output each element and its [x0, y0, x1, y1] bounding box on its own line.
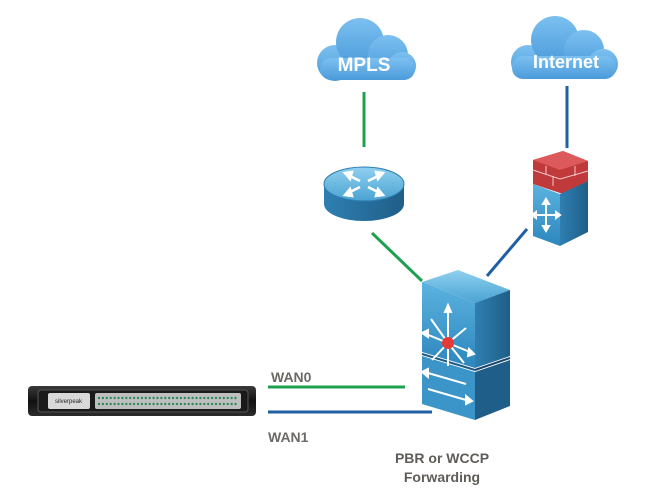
led-dot: [148, 402, 151, 406]
led-dot: [97, 396, 101, 400]
led-dot: [210, 396, 214, 400]
led-dot: [121, 402, 124, 406]
led-dot: [113, 396, 116, 400]
led-dot: [207, 396, 210, 400]
led-dot: [156, 396, 159, 400]
led-dot: [218, 396, 222, 400]
led-dot: [101, 396, 105, 400]
led-dot: [148, 396, 151, 400]
led-dot: [183, 402, 186, 406]
led-dot: [125, 396, 128, 400]
led-dot: [105, 396, 109, 400]
led-dot: [210, 402, 214, 406]
led-dot: [214, 402, 218, 406]
led-dot: [168, 396, 171, 400]
led-dot: [187, 402, 190, 406]
led-dot: [140, 402, 144, 406]
router: [323, 166, 405, 221]
led-dot: [234, 402, 237, 406]
caption-line-2: Forwarding: [404, 469, 480, 485]
wan-appliance: silverpeak: [28, 386, 256, 416]
led-dot: [109, 396, 112, 400]
led-dot: [121, 396, 124, 400]
multilayer-switch-icon: [420, 270, 511, 420]
led-dot: [203, 402, 206, 406]
led-dot: [117, 396, 120, 400]
led-dot: [132, 396, 136, 400]
firewall: [530, 151, 589, 246]
led-dot: [113, 402, 116, 406]
led-dot: [195, 402, 198, 406]
cloud-icon: [317, 18, 416, 81]
firewall-switch-link: [485, 228, 529, 277]
led-dot: [144, 402, 147, 406]
led-dot: [183, 396, 186, 400]
internet-label: Internet: [533, 52, 599, 72]
led-dot: [203, 396, 206, 400]
led-dot: [218, 402, 222, 406]
wan0-label: WAN0: [271, 369, 312, 385]
led-dot: [175, 402, 179, 406]
led-dot: [222, 402, 225, 406]
caption-line-1: PBR or WCCP: [395, 450, 489, 466]
led-dot: [160, 396, 163, 400]
mpls-label: MPLS: [338, 55, 391, 76]
led-dot: [129, 396, 132, 400]
led-dot: [164, 402, 167, 406]
led-dot: [222, 396, 225, 400]
led-dot: [226, 402, 229, 406]
router-icon: [323, 166, 405, 221]
led-dot: [152, 396, 155, 400]
wan-appliance-icon: silverpeak: [28, 386, 256, 416]
led-dot: [230, 396, 233, 400]
switch-core-dot: [442, 337, 454, 349]
led-dot: [136, 402, 140, 406]
mpls-cloud: MPLS: [317, 18, 416, 81]
led-dot: [101, 402, 105, 406]
appliance-brand: silverpeak: [55, 399, 83, 405]
firewall-icon: [530, 151, 589, 246]
led-dot: [175, 396, 179, 400]
led-dot: [105, 402, 109, 406]
led-dot: [136, 396, 140, 400]
led-dot: [109, 402, 112, 406]
led-dot: [187, 396, 190, 400]
led-dot: [160, 402, 163, 406]
led-dot: [226, 396, 229, 400]
router-switch-link: [370, 231, 424, 283]
led-dot: [168, 402, 171, 406]
internet-cloud: Internet: [511, 16, 618, 79]
multilayer-switch: [420, 270, 511, 420]
led-dot: [191, 402, 194, 406]
led-dot: [97, 402, 101, 406]
led-dot: [179, 396, 183, 400]
led-dot: [156, 402, 159, 406]
led-dot: [125, 402, 128, 406]
wan1-label: WAN1: [268, 429, 309, 445]
led-dot: [129, 402, 132, 406]
led-dot: [230, 402, 233, 406]
led-dot: [144, 396, 147, 400]
led-dot: [207, 402, 210, 406]
led-dot: [171, 402, 175, 406]
cloud-icon: [511, 16, 618, 79]
led-dot: [152, 402, 155, 406]
led-dot: [234, 396, 237, 400]
led-dot: [199, 402, 202, 406]
led-row: [97, 396, 237, 406]
led-dot: [164, 396, 167, 400]
led-dot: [191, 396, 194, 400]
led-dot: [132, 402, 136, 406]
led-dot: [140, 396, 144, 400]
led-dot: [179, 402, 183, 406]
led-dot: [214, 396, 218, 400]
led-dot: [171, 396, 175, 400]
led-dot: [195, 396, 198, 400]
led-dot: [199, 396, 202, 400]
led-dot: [117, 402, 120, 406]
